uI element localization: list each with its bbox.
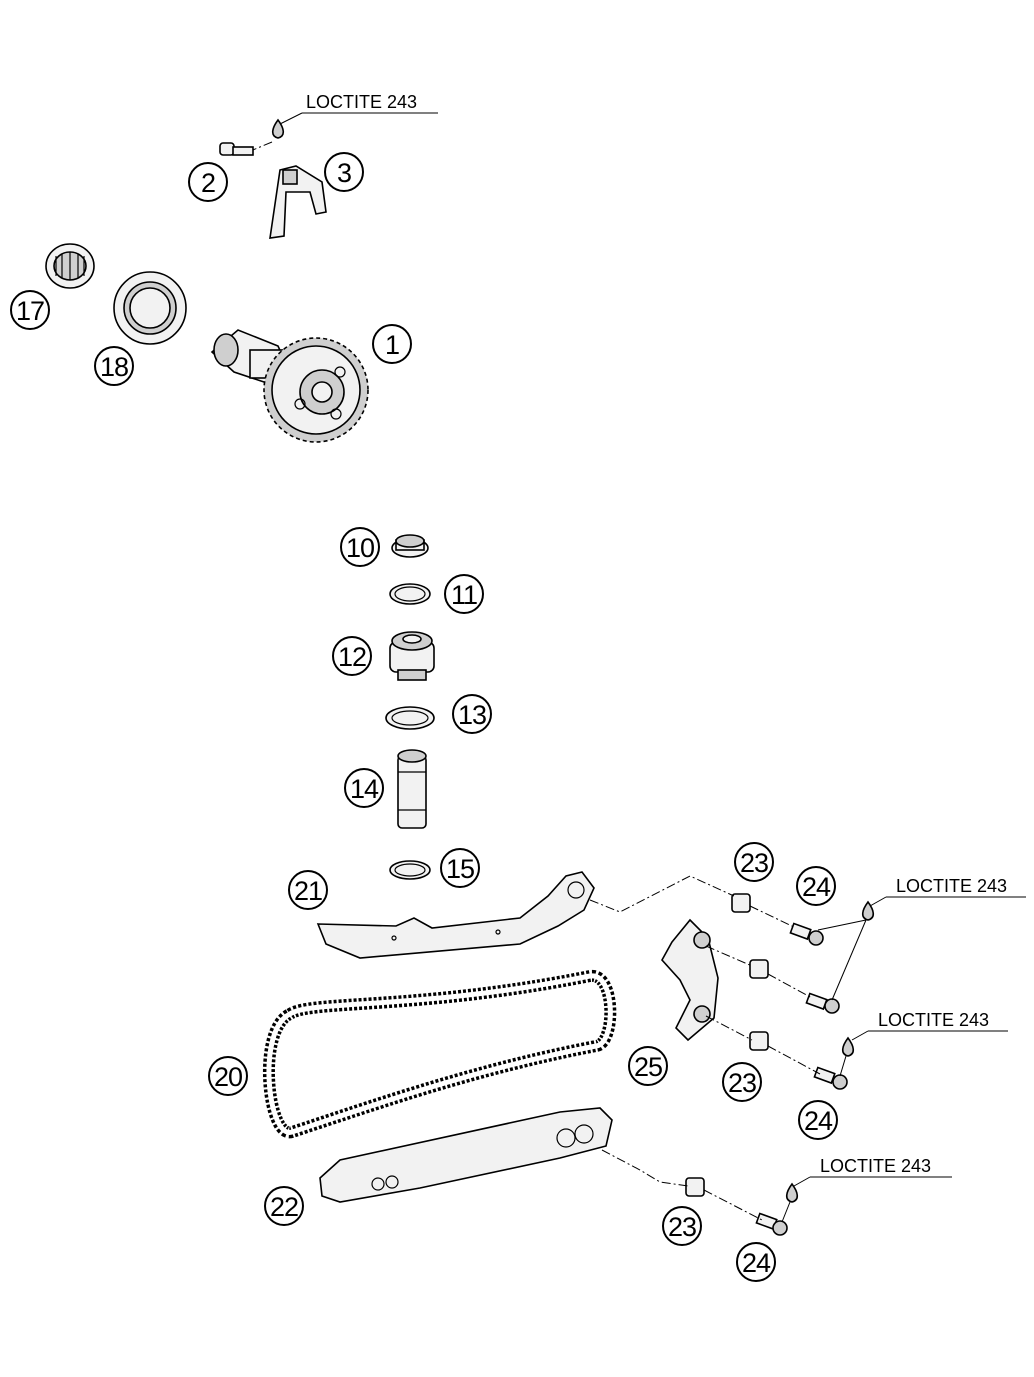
loctite-label-upper-right: LOCTITE 243 bbox=[817, 876, 1026, 1001]
callout-10: 10 bbox=[340, 527, 380, 567]
part-10-plug bbox=[391, 534, 429, 558]
svg-text:11: 11 bbox=[451, 580, 477, 610]
loctite-label-top: LOCTITE 243 bbox=[271, 92, 438, 139]
callout-13: 13 bbox=[452, 694, 492, 734]
loctite-drop-icon bbox=[271, 118, 285, 139]
callout-14: 14 bbox=[344, 768, 384, 808]
part-24-bolt-mid bbox=[805, 992, 840, 1014]
part-3-bracket bbox=[269, 165, 327, 239]
callout-15: 15 bbox=[440, 848, 480, 888]
svg-text:17: 17 bbox=[16, 296, 44, 326]
part-12-tensioner-housing bbox=[389, 631, 435, 681]
callout-23-lower: 23 bbox=[662, 1206, 702, 1246]
callout-11: 11 bbox=[444, 574, 484, 614]
svg-text:25: 25 bbox=[634, 1052, 662, 1082]
callout-1: 1 bbox=[372, 324, 412, 364]
loctite-label-bottom: LOCTITE 243 bbox=[781, 1156, 952, 1223]
svg-text:2: 2 bbox=[201, 168, 215, 198]
svg-text:24: 24 bbox=[804, 1106, 833, 1136]
callout-24-lower: 24 bbox=[736, 1242, 776, 1282]
svg-text:22: 22 bbox=[270, 1192, 298, 1222]
part-23-bushing-upper bbox=[731, 893, 751, 913]
svg-text:13: 13 bbox=[458, 700, 486, 730]
loctite-drop-icon bbox=[841, 1036, 855, 1057]
svg-text:14: 14 bbox=[350, 774, 379, 804]
part-24-bolt-upper bbox=[789, 922, 824, 946]
loctite-label-mid-right: LOCTITE 243 bbox=[839, 1010, 1008, 1077]
part-18-roller-bearing bbox=[113, 271, 187, 345]
part-23-bushing-lower bbox=[685, 1177, 705, 1197]
svg-text:LOCTITE 243: LOCTITE 243 bbox=[878, 1010, 989, 1030]
svg-text:LOCTITE 243: LOCTITE 243 bbox=[820, 1156, 931, 1176]
part-11-o-ring bbox=[389, 583, 431, 605]
assembly-lines bbox=[589, 875, 821, 1221]
loctite-drop-icon bbox=[785, 1182, 799, 1203]
part-13-sealing-ring bbox=[385, 706, 435, 730]
callout-18: 18 bbox=[94, 346, 134, 386]
callout-2: 2 bbox=[188, 162, 228, 202]
part-14-tensioner-piston bbox=[397, 749, 427, 829]
callout-21: 21 bbox=[288, 870, 328, 910]
svg-text:18: 18 bbox=[100, 352, 128, 382]
svg-text:LOCTITE 243: LOCTITE 243 bbox=[896, 876, 1007, 896]
svg-text:15: 15 bbox=[446, 854, 474, 884]
svg-text:21: 21 bbox=[294, 876, 322, 906]
callout-23-upper: 23 bbox=[734, 842, 774, 882]
loctite-drop-icon bbox=[861, 900, 875, 921]
callout-17: 17 bbox=[10, 290, 50, 330]
svg-text:24: 24 bbox=[802, 872, 831, 902]
part-15-o-ring bbox=[389, 860, 431, 880]
svg-text:10: 10 bbox=[346, 533, 374, 563]
callout-20: 20 bbox=[208, 1056, 248, 1096]
part-1-camshaft bbox=[210, 329, 369, 443]
callout-24-mid: 24 bbox=[798, 1100, 838, 1140]
svg-text:LOCTITE 243: LOCTITE 243 bbox=[306, 92, 417, 112]
svg-text:23: 23 bbox=[668, 1212, 696, 1242]
part-17-needle-bearing bbox=[45, 243, 95, 289]
part-22-chain-guide bbox=[319, 1107, 613, 1203]
svg-text:24: 24 bbox=[742, 1248, 771, 1278]
svg-text:1: 1 bbox=[385, 330, 399, 360]
part-23-bushing-mid bbox=[749, 959, 769, 1051]
part-2-bolt bbox=[219, 141, 273, 156]
part-25-guide-bracket bbox=[661, 918, 719, 1042]
part-21-chain-guide bbox=[316, 871, 595, 959]
svg-text:23: 23 bbox=[728, 1068, 756, 1098]
part-24-bolt-low bbox=[813, 1066, 848, 1090]
callout-22: 22 bbox=[264, 1186, 304, 1226]
callout-25: 25 bbox=[628, 1046, 668, 1086]
callout-23-mid: 23 bbox=[722, 1062, 762, 1102]
svg-text:12: 12 bbox=[338, 642, 366, 672]
callout-24-upper: 24 bbox=[796, 866, 836, 906]
svg-text:20: 20 bbox=[214, 1062, 242, 1092]
svg-text:3: 3 bbox=[337, 158, 351, 188]
callout-3: 3 bbox=[324, 152, 364, 192]
svg-text:23: 23 bbox=[740, 848, 768, 878]
callout-12: 12 bbox=[332, 636, 372, 676]
part-20-timing-chain bbox=[262, 970, 617, 1139]
part-24-bolt-bottom bbox=[755, 1212, 788, 1236]
